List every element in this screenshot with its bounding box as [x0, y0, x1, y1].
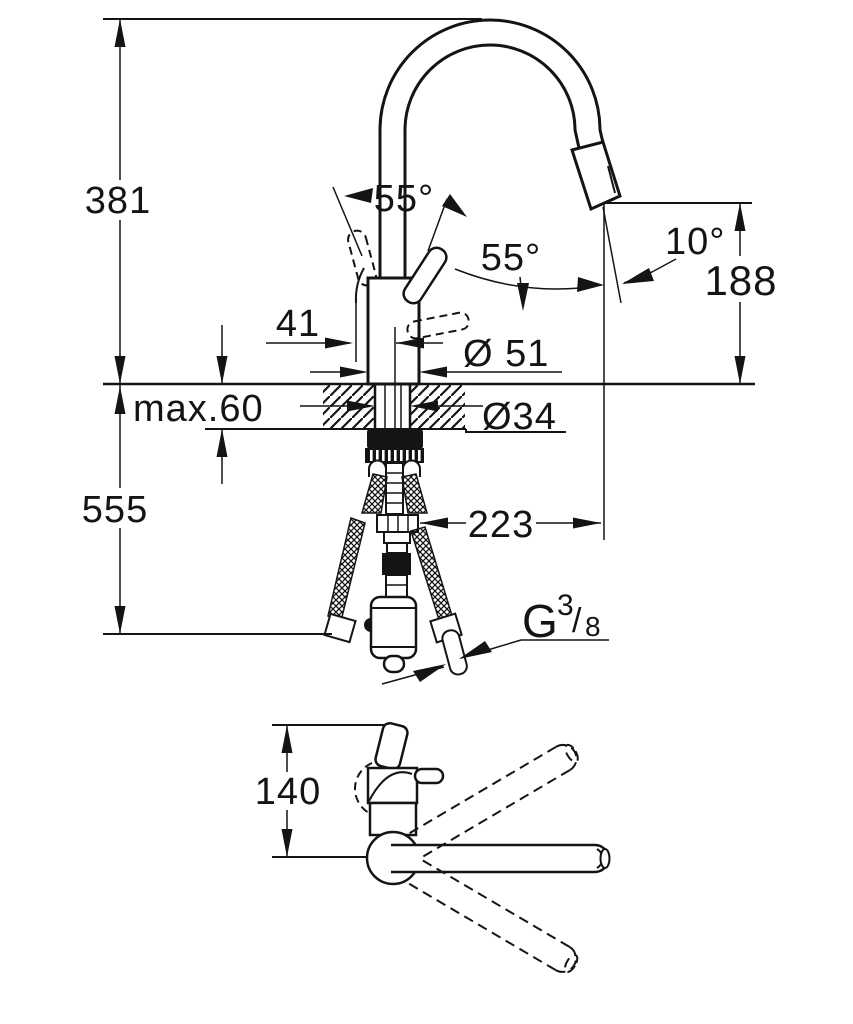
thread-slash: / [572, 602, 582, 640]
dimension-lines [119, 19, 741, 685]
dim-outlet-188: 188 [704, 257, 777, 304]
body-dashed-arc [354, 762, 373, 814]
handle-lever-solid [402, 246, 448, 305]
dim-handle-140: 140 [255, 771, 321, 813]
pull-out-spray-head [570, 140, 622, 212]
under-counter-assembly [323, 429, 468, 676]
spout-solid-position [391, 843, 611, 874]
dim-height-381: 381 [85, 180, 151, 222]
front-view: 381 55° 55° 10° 188 41 Ø 51 max.60 Ø34 5… [82, 18, 778, 685]
handle-lever-dashed-open [406, 311, 470, 340]
hose-weight [364, 595, 418, 674]
thread-numerator: 3 [557, 589, 575, 622]
thread-label-g38: G 3 / 8 [522, 589, 602, 647]
spout-dashed-position-up [409, 743, 579, 858]
dim-reach-223: 223 [468, 504, 534, 546]
spout-dashed-position-down [408, 859, 579, 973]
top-view-faucet [354, 721, 611, 973]
handle-knob-top [374, 721, 409, 771]
mounting-ribs [370, 450, 421, 461]
top-view-dimension: 140 [254, 724, 385, 858]
thread-g: G [522, 595, 559, 647]
angle-handle-swing-55: 55° [374, 178, 434, 220]
thread-denominator: 8 [585, 611, 602, 642]
top-view: 140 [254, 721, 611, 973]
supply-hose-left [323, 517, 366, 644]
angle-spray-10: 10° [665, 221, 725, 263]
connection-tube-g38 [441, 629, 468, 676]
reference-lines [103, 18, 755, 635]
dim-offset-41: 41 [276, 303, 320, 345]
faucet-body [347, 229, 470, 386]
spray-angle-line [602, 206, 622, 304]
dim-body-dia-51: Ø 51 [463, 333, 549, 375]
dim-below-555: 555 [82, 489, 148, 531]
dim-deck-max60: max.60 [133, 388, 264, 430]
gooseneck-spout [378, 18, 622, 278]
dim-hole-dia-34: Ø34 [482, 396, 557, 438]
arrowheads [114, 19, 746, 682]
supply-hose-right [410, 526, 468, 676]
angle-handle-lift-55: 55° [481, 237, 541, 279]
